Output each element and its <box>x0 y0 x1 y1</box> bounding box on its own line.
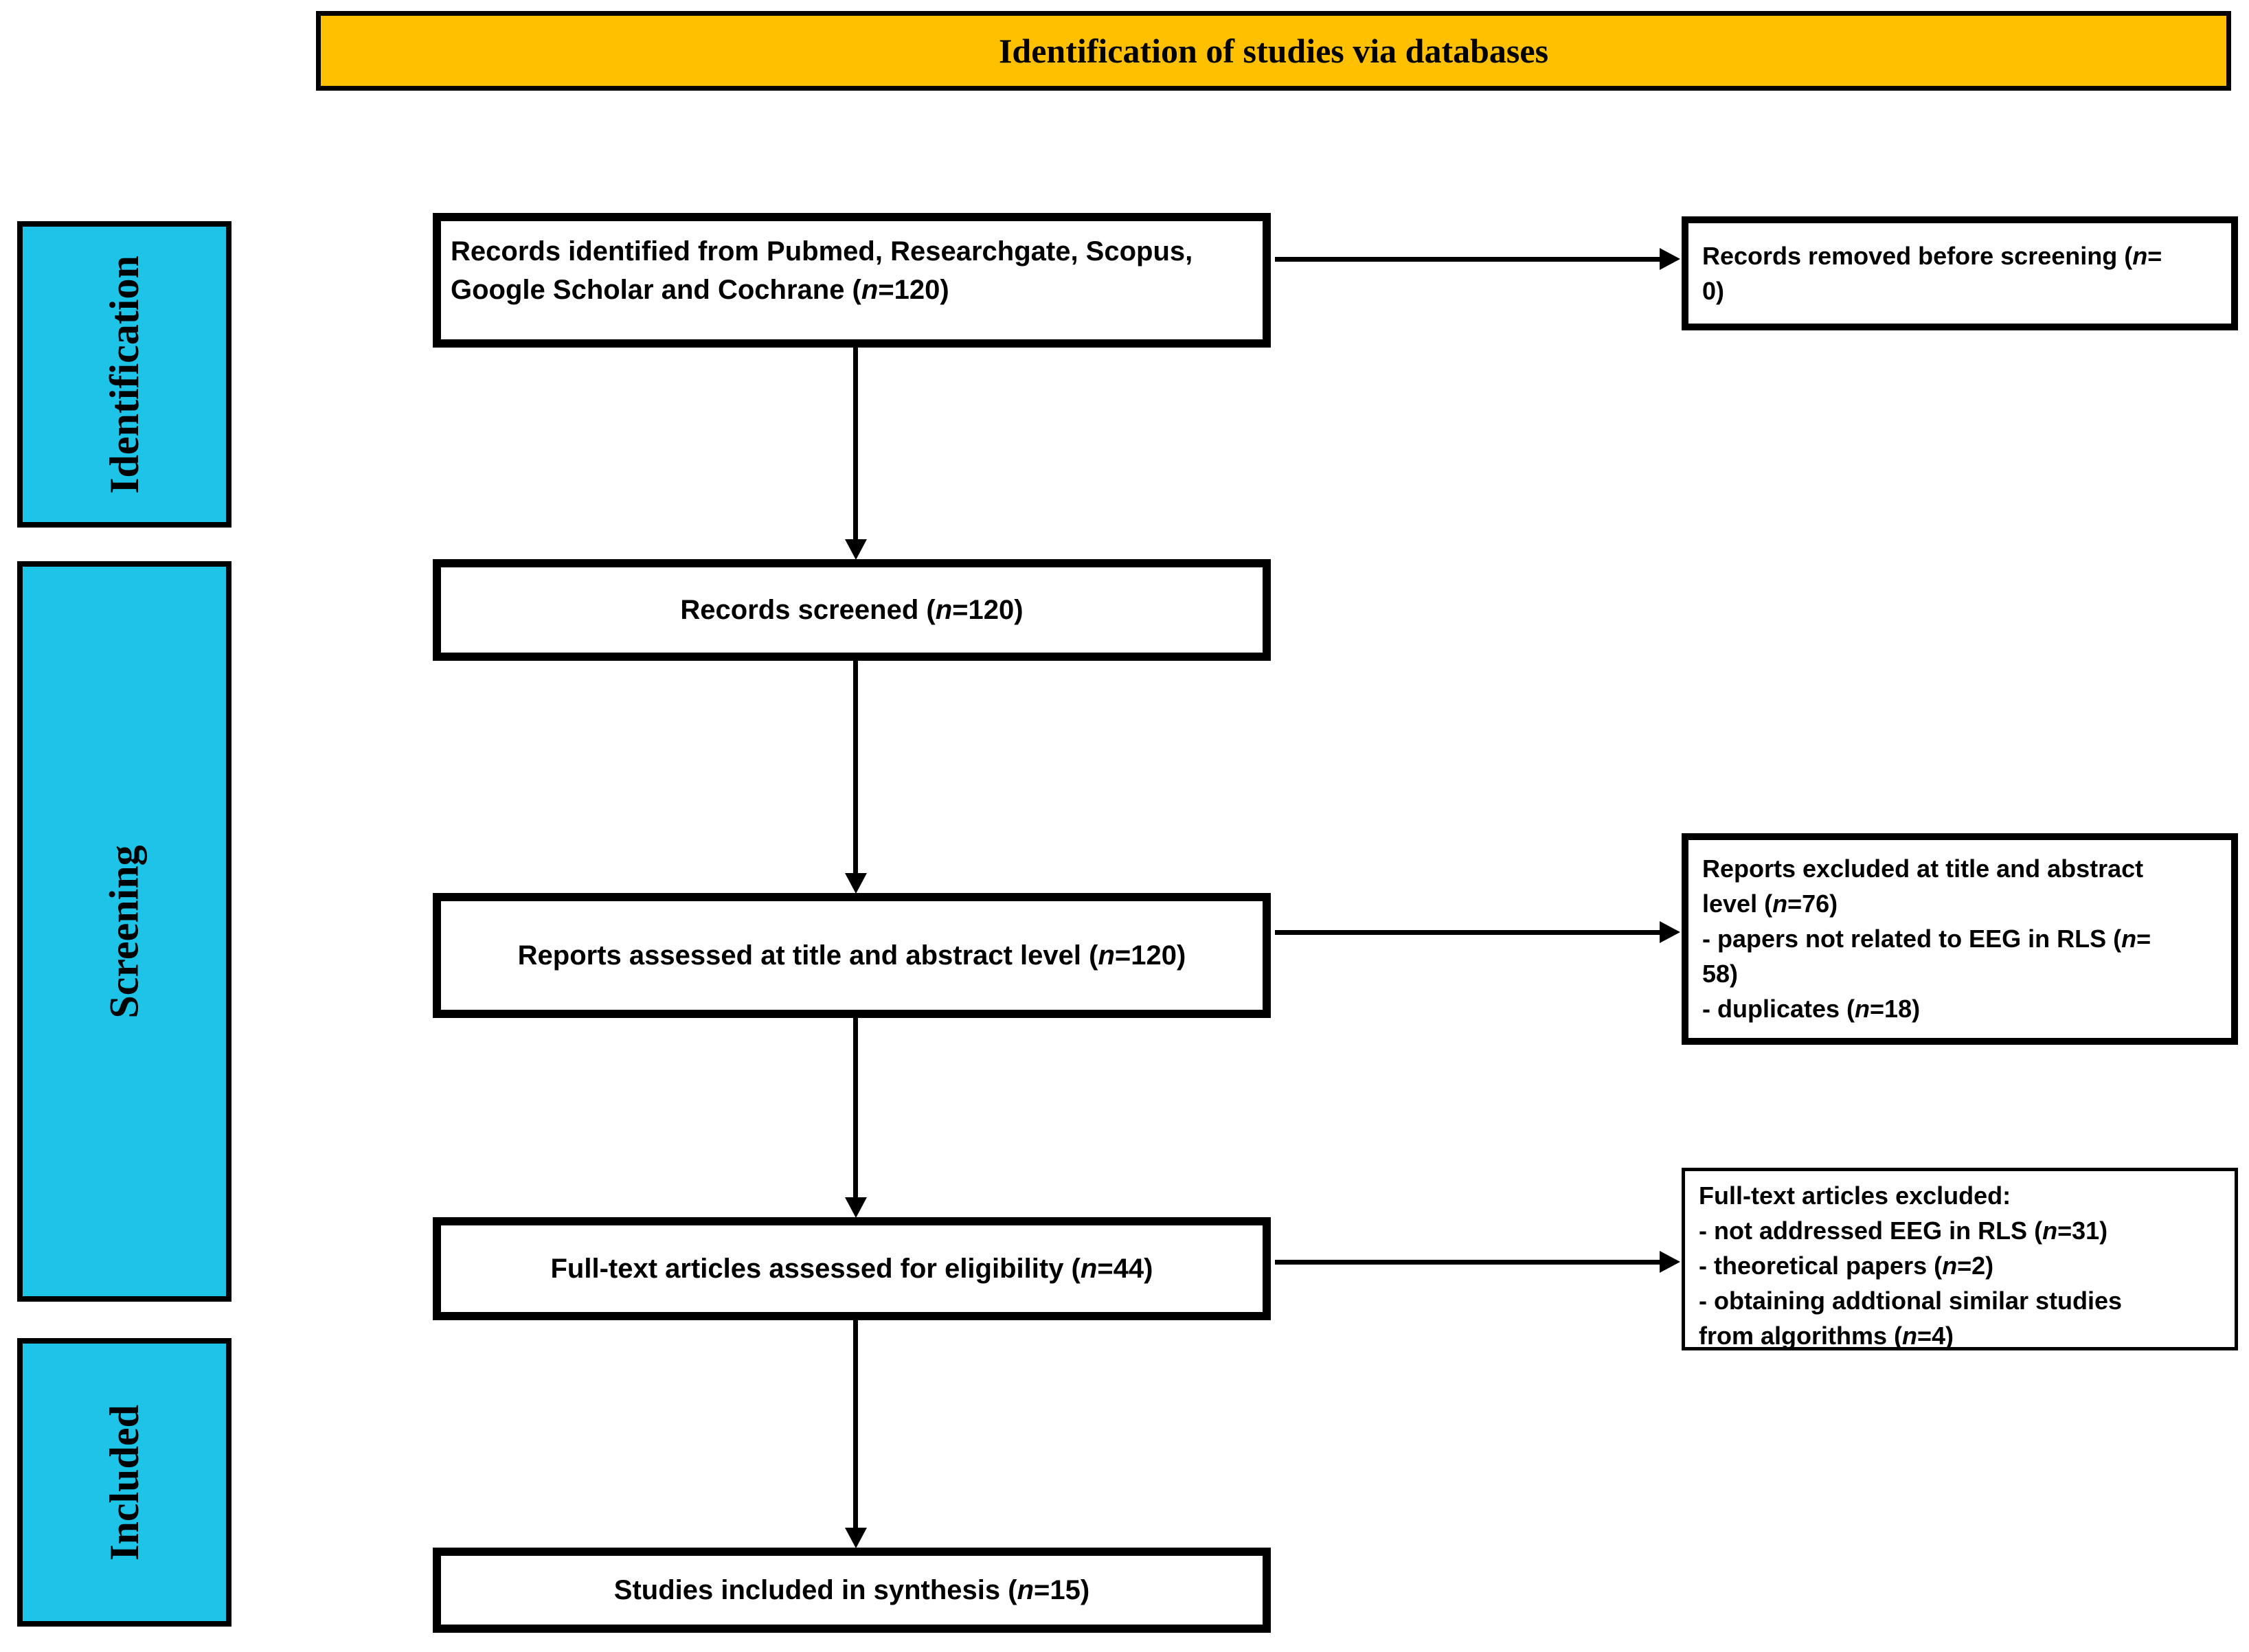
box-records-screened: Records screened (n=120) <box>433 559 1271 661</box>
banner-identification-via-databases: Identification of studies via databases <box>316 11 2231 91</box>
box-records-removed-before-screening: Records removed before screening (n=0) <box>1682 216 2238 330</box>
arrow-fulltext-to-excluded-line <box>1275 1260 1660 1265</box>
arrow-fulltext-to-excluded-head <box>1660 1251 1680 1273</box>
arrow-identified-to-screened-head <box>845 539 867 560</box>
stage-label-included: Included <box>101 1404 147 1561</box>
box-reports-assessed: Reports assessed at title and abstract l… <box>433 893 1271 1018</box>
arrow-identified-to-screened-line <box>853 348 858 540</box>
arrow-fulltext-to-included-line <box>853 1320 858 1528</box>
box-fulltext-excluded: Full-text articles excluded:- not addres… <box>1682 1168 2238 1350</box>
arrow-assessed-to-excluded-line <box>1275 930 1660 935</box>
arrow-identified-to-removed-head <box>1660 248 1680 270</box>
stage-label-screening: Screening <box>101 844 147 1019</box>
arrow-assessed-to-excluded-head <box>1660 921 1680 943</box>
box-fulltext-assessed: Full-text articles assessed for eligibil… <box>433 1217 1271 1320</box>
arrow-screened-to-assessed-line <box>853 661 858 874</box>
box-studies-included: Studies included in synthesis (n=15) <box>433 1548 1271 1633</box>
banner-title: Identification of studies via databases <box>998 32 1549 70</box>
box-records-removed-text: Records removed before screening (n=0) <box>1702 241 2162 305</box>
stage-bar-included: Included <box>17 1338 231 1627</box>
arrow-assessed-to-fulltext-head <box>845 1197 867 1218</box>
stage-bar-identification: Identification <box>17 221 231 528</box>
stage-label-identification: Identification <box>101 255 147 494</box>
arrow-assessed-to-fulltext-line <box>853 1018 858 1198</box>
arrow-screened-to-assessed-head <box>845 873 867 894</box>
arrow-fulltext-to-included-head <box>845 1528 867 1548</box>
arrow-identified-to-removed-line <box>1275 257 1660 262</box>
box-records-identified: Records identified from Pubmed, Research… <box>433 213 1271 348</box>
stage-bar-screening: Screening <box>17 561 231 1302</box>
